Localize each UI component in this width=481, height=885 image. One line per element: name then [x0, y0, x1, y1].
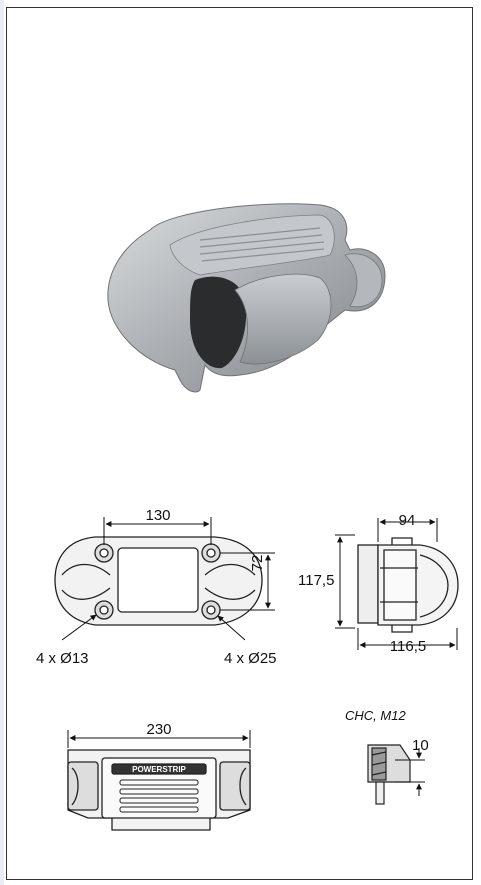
- left-edge-bar: [0, 0, 4, 885]
- bolt-detail-drawing: [367, 744, 411, 805]
- connector-clamp-photo: [107, 203, 386, 393]
- bolt-label: CHC, M12: [345, 708, 406, 723]
- front-view-drawing: [67, 749, 251, 831]
- front-width-dim: 230: [146, 721, 171, 738]
- side-view-drawing: [357, 537, 459, 633]
- top-height-dim: 72: [249, 555, 266, 572]
- document-frame: [6, 7, 473, 880]
- bolt-dimensions: [395, 748, 425, 796]
- top-width-dim: 130: [145, 507, 170, 524]
- side-view-dimensions: [335, 518, 458, 650]
- side-width-dim: 94: [399, 512, 416, 529]
- top-view-dimensions: [61, 517, 275, 641]
- hole-small-label: 4 x Ø13: [36, 650, 89, 667]
- front-view-dimensions: [67, 730, 251, 748]
- side-depth-dim: 116,5: [390, 638, 426, 655]
- top-view-drawing: [54, 536, 263, 626]
- side-height-dim: 117,5: [298, 572, 334, 589]
- bolt-depth-dim: 10: [412, 737, 429, 754]
- hole-large-label: 4 x Ø25: [224, 650, 277, 667]
- brand-text: POWERSTRIP: [132, 765, 186, 774]
